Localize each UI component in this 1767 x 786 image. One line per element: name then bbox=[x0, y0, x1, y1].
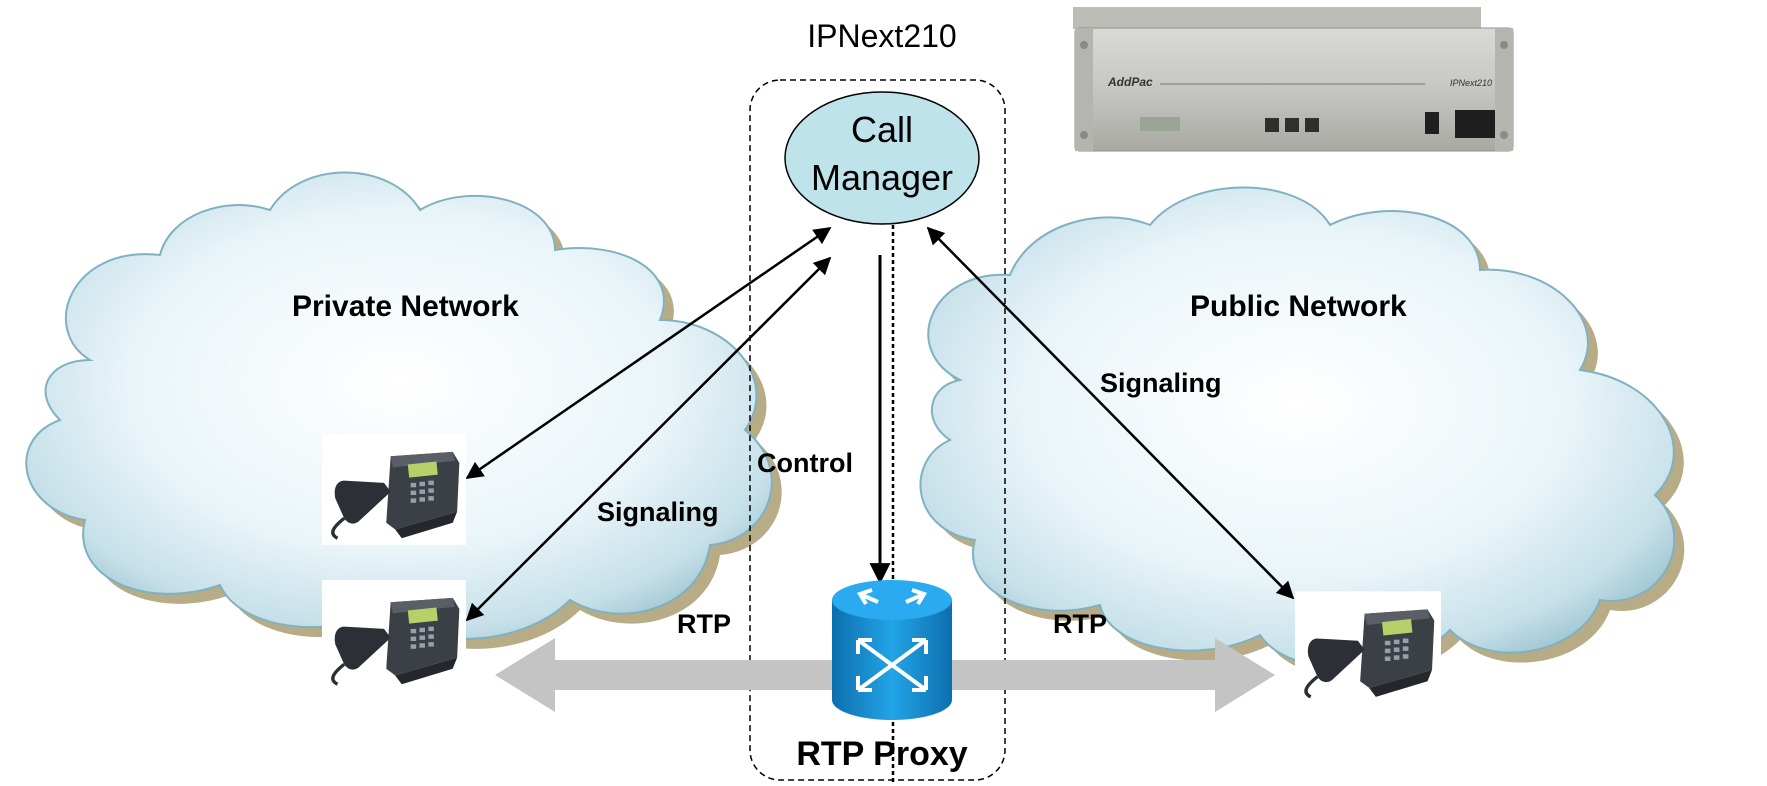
ip-phone-icon bbox=[1295, 590, 1441, 705]
rack-model: IPNext210 bbox=[1450, 78, 1492, 88]
rtp-label-left: RTP bbox=[677, 609, 731, 639]
ip-phone-icon bbox=[322, 578, 466, 693]
call-manager-line1: Call bbox=[851, 109, 913, 150]
rack-device-icon: AddPac IPNext210 bbox=[1073, 7, 1514, 152]
rtp-proxy-label: RTP Proxy bbox=[796, 735, 967, 773]
rack-brand: AddPac bbox=[1107, 75, 1153, 89]
signaling-label-public: Signaling bbox=[1100, 368, 1222, 398]
signaling-arrow-phone2 bbox=[465, 256, 832, 622]
call-manager-line2: Manager bbox=[811, 157, 953, 198]
private-network-cloud bbox=[25, 171, 782, 649]
public-network-label: Public Network bbox=[1190, 290, 1407, 323]
rtp-label-right: RTP bbox=[1053, 609, 1107, 639]
private-network-label: Private Network bbox=[292, 290, 519, 323]
device-title: IPNext210 bbox=[807, 18, 956, 54]
call-manager: Call Manager bbox=[784, 91, 980, 225]
signaling-label-private: Signaling bbox=[597, 497, 719, 527]
router-switch-icon bbox=[832, 580, 952, 720]
control-label: Control bbox=[757, 448, 853, 478]
ip-phone-icon bbox=[322, 432, 466, 547]
signaling-arrow-public-phone bbox=[926, 226, 1295, 600]
